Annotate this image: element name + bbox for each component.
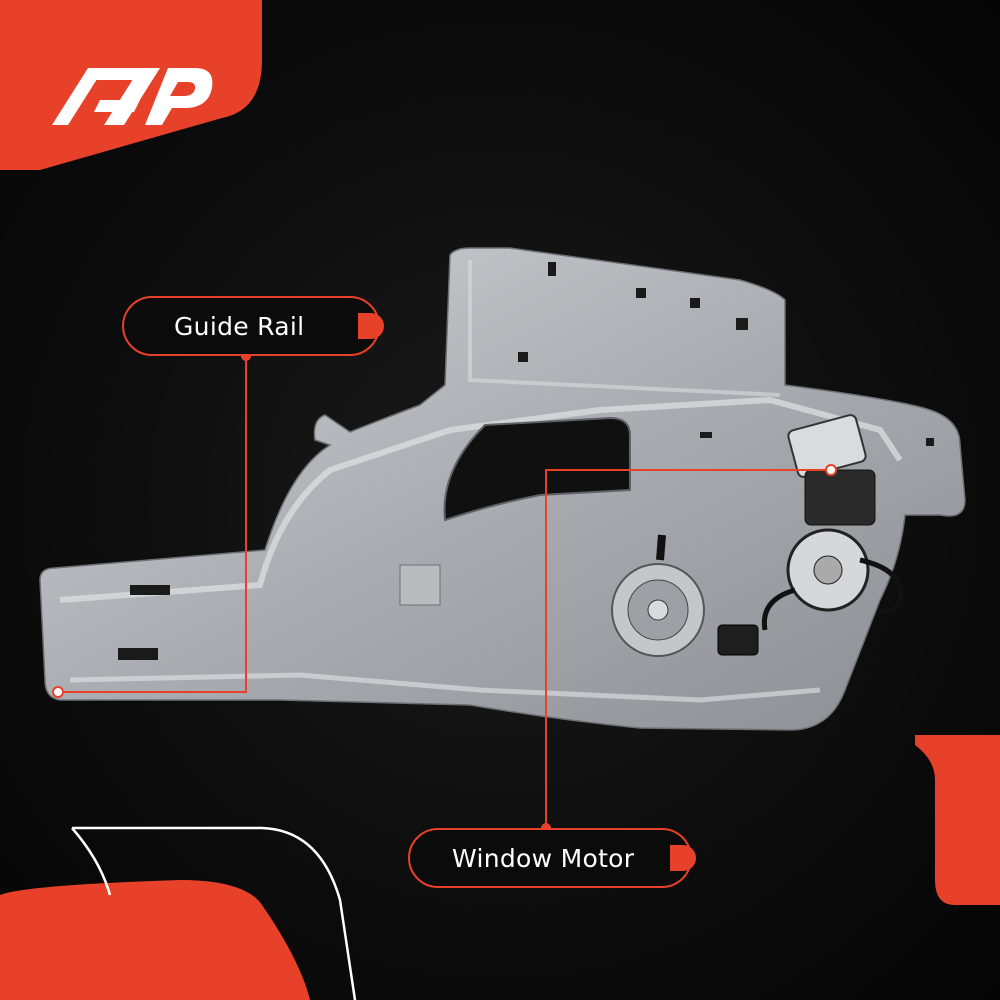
guide-rail-leader bbox=[58, 356, 247, 693]
bottom-accent-block bbox=[0, 880, 310, 1000]
window-motor-callout: Window Motor bbox=[408, 828, 696, 888]
guide-rail-label: Guide Rail bbox=[174, 311, 305, 341]
right-accent-block bbox=[915, 735, 1000, 905]
mount-bracket bbox=[399, 564, 441, 606]
motor-wiring bbox=[761, 557, 903, 631]
plate-cutout bbox=[443, 416, 631, 522]
window-motor-leader bbox=[545, 469, 831, 828]
bottom-accent-line bbox=[72, 826, 357, 1000]
plate-slots bbox=[118, 262, 934, 660]
window-motor-label: Window Motor bbox=[452, 843, 635, 873]
callout-tab bbox=[358, 313, 384, 339]
motor-connector bbox=[717, 624, 759, 656]
guide-rail-callout: Guide Rail bbox=[122, 296, 384, 356]
callout-tab bbox=[670, 845, 696, 871]
